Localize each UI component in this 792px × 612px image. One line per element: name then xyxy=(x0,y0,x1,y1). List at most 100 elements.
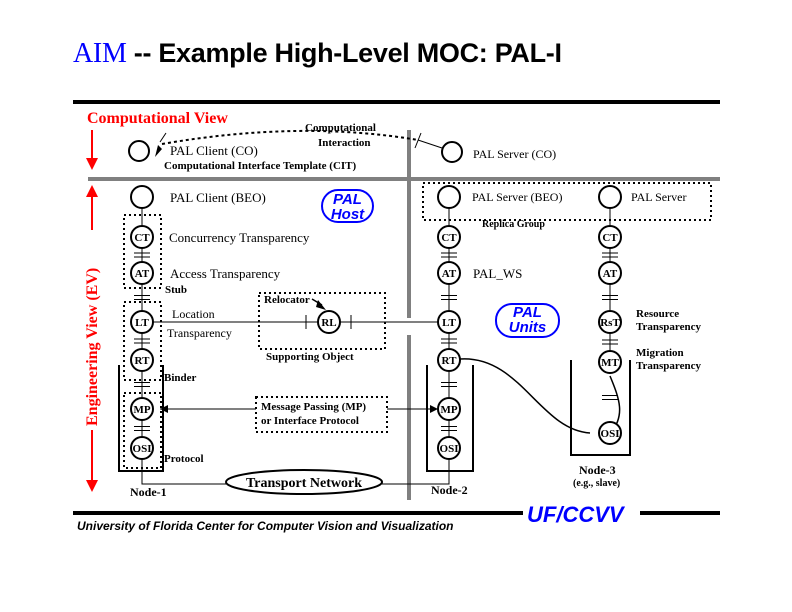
node3-stack-circle xyxy=(598,225,622,249)
node3-stack-label: CT xyxy=(602,232,618,244)
migration-label-2: Transparency xyxy=(636,360,701,372)
node1-stack-label: MP xyxy=(133,404,150,416)
node3-stack-circle xyxy=(598,261,622,285)
client-beo-circle xyxy=(130,185,154,209)
node2-stack-circle xyxy=(437,397,461,421)
node2-stack-circle xyxy=(437,261,461,285)
footer-rule-right xyxy=(640,511,720,515)
footer-brand: UF/CCVV xyxy=(527,502,624,527)
pal-host-badge-border xyxy=(321,189,374,223)
node2-stack-label: OSI xyxy=(440,443,459,455)
migration-label-1: Migration xyxy=(636,347,684,359)
node1-container xyxy=(118,365,164,472)
server-co-label: PAL Server (CO) xyxy=(473,147,557,161)
node1-stack-circle xyxy=(130,436,154,460)
server-replica-circle xyxy=(598,185,622,209)
node2-stack-label: RT xyxy=(442,355,458,367)
interaction-label-2: Interaction xyxy=(318,137,371,149)
computational-view-label: Computational View xyxy=(87,110,228,127)
client-beo-label: PAL Client (BEO) xyxy=(170,190,266,205)
node2-stack-label: AT xyxy=(442,268,457,280)
pal-ws-label: PAL_WS xyxy=(473,266,523,281)
node2-stack-label: LT xyxy=(442,317,456,329)
node3-stack-circle xyxy=(598,421,622,445)
interaction-label-1: Computational xyxy=(305,122,376,134)
node1-stack-label: OSI xyxy=(133,443,152,455)
node2-container xyxy=(426,365,474,472)
message-passing-box xyxy=(255,396,388,433)
title-text: -- Example High-Level MOC: PAL-I xyxy=(126,38,562,68)
rt-osi-curve xyxy=(459,358,591,434)
node1-stack-label: RT xyxy=(135,355,151,367)
node3-stack-circle xyxy=(598,310,622,334)
node3-stack-label: OSI xyxy=(601,428,620,440)
node2-stack-circle xyxy=(437,310,461,334)
node2-stack-circle xyxy=(437,225,461,249)
transport-network-ellipse xyxy=(225,469,383,495)
node2-stack-label: CT xyxy=(441,232,457,244)
node2-stack-circle xyxy=(437,348,461,372)
message-passing-label-1: Message Passing (MP) xyxy=(261,401,367,413)
footer-rule-left xyxy=(73,511,523,515)
node2-stack-label: MP xyxy=(440,404,457,416)
node3-sublabel: (e.g., slave) xyxy=(573,478,621,489)
badge-line: PAL xyxy=(513,304,542,321)
node1-stack-circle xyxy=(130,225,154,249)
relocator-text: Relocator xyxy=(264,294,310,306)
replica-group-box xyxy=(422,182,712,221)
relocator-circle xyxy=(317,310,341,334)
location-label-1: Location xyxy=(172,307,215,321)
node2-label: Node-2 xyxy=(431,483,468,497)
title-rule xyxy=(73,100,720,104)
node3-stack-label: RsT xyxy=(600,317,620,329)
engineering-view-label: Engineering View (EV) xyxy=(84,267,101,426)
replica-group-label: Replica Group xyxy=(482,219,545,230)
concurrency-label: Concurrency Transparency xyxy=(169,230,310,245)
server-replica-label: PAL Server xyxy=(631,190,687,204)
title-prefix: AIM xyxy=(73,38,127,69)
location-label-2: Transparency xyxy=(167,326,232,340)
stack-group: CT AT LT RT MP OSI CT AT LT RT MP OSI CT AT RsT MT OSI xyxy=(130,225,622,460)
computational-arrow xyxy=(86,130,98,170)
node1-stack-label: AT xyxy=(135,268,150,280)
node3-container xyxy=(570,360,631,456)
badge-line: Units xyxy=(508,319,547,336)
node2-stack-circle xyxy=(437,436,461,460)
node1-stack-circle xyxy=(130,397,154,421)
transport-network-label: Transport Network xyxy=(246,476,362,491)
node3-label: Node-3 xyxy=(579,463,616,477)
badge-line: Host xyxy=(330,206,365,223)
pal-units-badge-border xyxy=(495,303,560,338)
slide-title: AIM -- Example High-Level MOC: PAL-I xyxy=(73,38,562,70)
resource-label-1: Resource xyxy=(636,308,680,320)
node3-stack-label: MT xyxy=(601,357,619,369)
stub-label: Stub xyxy=(165,284,188,296)
node1-stack-label: LT xyxy=(135,317,149,329)
protocol-label: Protocol xyxy=(164,453,204,465)
node3-stack-circle xyxy=(598,350,622,374)
node1-stack-circle xyxy=(130,348,154,372)
node1-stack-label: CT xyxy=(134,232,150,244)
cit-label: Computational Interface Template (CIT) xyxy=(164,160,357,172)
engineering-arrow xyxy=(86,185,98,492)
supporting-object-box xyxy=(258,292,386,350)
server-beo-label: PAL Server (BEO) xyxy=(472,190,563,204)
server-co-circle xyxy=(441,141,463,163)
server-beo-circle xyxy=(437,185,461,209)
relocator-label: RL xyxy=(321,317,336,329)
client-co-label: PAL Client (CO) xyxy=(170,143,258,158)
access-label: Access Transparency xyxy=(170,266,281,281)
node1-stack-circle xyxy=(130,261,154,285)
supporting-object-label: Supporting Object xyxy=(266,351,354,363)
footer-org: University of Florida Center for Compute… xyxy=(77,519,454,533)
client-co-circle xyxy=(128,140,150,162)
resource-label-2: Transparency xyxy=(636,321,701,333)
node1-label: Node-1 xyxy=(130,485,167,499)
message-passing-label-2: or Interface Protocol xyxy=(261,415,359,427)
node1-stack-circle xyxy=(130,310,154,334)
node3-stack-label: AT xyxy=(603,268,618,280)
binder-label: Binder xyxy=(164,372,197,384)
computational-interaction-line xyxy=(161,129,419,145)
